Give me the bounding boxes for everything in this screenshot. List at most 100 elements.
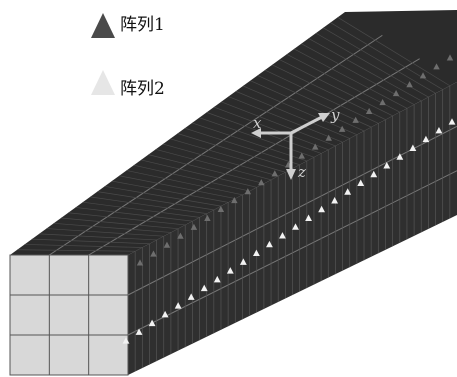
- beam-top-face: [10, 10, 457, 255]
- top-cross-line: [235, 90, 350, 139]
- legend-array1-label: 阵列1: [120, 15, 165, 35]
- top-cross-line: [111, 180, 229, 203]
- top-cross-line: [119, 175, 236, 199]
- top-cross-line: [221, 101, 336, 147]
- array2-markers: [122, 118, 456, 344]
- array1-marker: [163, 241, 171, 248]
- top-cross-line: [250, 80, 365, 132]
- top-cross-line: [242, 85, 358, 135]
- array1-marker: [379, 98, 386, 106]
- array1-marker: [311, 143, 319, 150]
- array2-marker: [435, 126, 443, 134]
- top-cross-line: [97, 191, 214, 211]
- top-cross-line: [322, 27, 436, 94]
- top-cross-line: [162, 143, 279, 177]
- array2-marker: [331, 197, 339, 204]
- array2-marker: [252, 249, 260, 257]
- array2-marker: [422, 135, 430, 143]
- top-cross-line: [17, 249, 136, 252]
- legend-array2-label: 阵列2: [120, 79, 165, 99]
- top-cross-line: [279, 59, 393, 117]
- top-cross-line: [177, 133, 293, 169]
- top-cross-line: [308, 38, 422, 102]
- array1-marker: [150, 250, 157, 257]
- array2-marker: [370, 170, 378, 178]
- array1-marker: [325, 134, 332, 141]
- array2-marker: [318, 205, 326, 213]
- top-cross-line: [228, 96, 343, 143]
- axis-z-label: z: [297, 163, 306, 181]
- top-cross-line: [337, 16, 451, 87]
- array1-marker: [217, 205, 225, 213]
- top-cross-line: [293, 48, 408, 109]
- array1-marker: [446, 54, 454, 61]
- array2-marker: [292, 223, 299, 230]
- array2-marker: [409, 144, 417, 151]
- array1-marker: [406, 81, 413, 88]
- axis-x-label: x: [253, 114, 262, 132]
- legend-array1-marker: [91, 13, 115, 38]
- top-cross-line: [104, 185, 222, 207]
- top-cross-line: [68, 212, 186, 226]
- array1-marker: [190, 223, 198, 230]
- top-cross-line: [330, 22, 443, 90]
- coordinate-axes: x y z: [251, 106, 340, 181]
- array2-marker: [448, 118, 456, 125]
- array1-marker: [433, 63, 440, 70]
- array1-markers: [136, 54, 454, 266]
- axis-y-label: y: [330, 106, 340, 124]
- top-cross-line: [39, 233, 157, 241]
- top-cross-line: [24, 244, 143, 248]
- array1-marker: [392, 90, 400, 97]
- array1-marker: [338, 125, 346, 132]
- array2-marker: [187, 293, 195, 300]
- top-cross-line: [82, 201, 200, 218]
- top-cross-line: [31, 238, 150, 245]
- top-cross-line: [148, 154, 264, 184]
- top-cross-line: [60, 217, 179, 230]
- legend-array2-marker: [91, 70, 115, 95]
- array2-marker: [383, 162, 391, 169]
- top-cross-line: [53, 222, 171, 233]
- array1-marker: [298, 152, 305, 159]
- array2-marker: [239, 258, 247, 265]
- array2-marker: [357, 179, 365, 186]
- array2-marker: [122, 337, 130, 344]
- array2-marker: [266, 240, 273, 248]
- top-cross-line: [199, 117, 315, 158]
- array2-marker: [213, 275, 221, 283]
- array2-marker: [200, 284, 208, 292]
- array1-marker: [365, 107, 373, 114]
- end-face-grid: [10, 255, 128, 375]
- top-cross-line: [46, 228, 164, 237]
- array1-marker: [204, 214, 211, 221]
- top-cross-line: [257, 75, 372, 128]
- array1-marker: [258, 179, 265, 186]
- array2-marker: [279, 232, 286, 239]
- top-cross-line: [141, 159, 257, 188]
- array2-marker: [135, 328, 143, 335]
- top-cross-line: [75, 207, 193, 222]
- top-cross-line: [155, 149, 272, 181]
- array2-marker: [396, 153, 404, 160]
- array2-marker: [226, 267, 234, 274]
- array2-marker: [344, 188, 352, 195]
- top-cross-line: [126, 170, 243, 196]
- array1-marker: [231, 197, 238, 204]
- array1-marker: [271, 170, 279, 177]
- mesh-grid: [17, 16, 457, 372]
- array2-marker: [161, 310, 169, 318]
- top-cross-line: [184, 127, 300, 166]
- top-cross-line: [272, 64, 386, 120]
- top-cross-line: [191, 122, 307, 162]
- array2-marker: [148, 319, 156, 327]
- array1-marker: [419, 72, 427, 79]
- beam-end-face: [9, 254, 129, 376]
- array1-marker: [136, 259, 144, 266]
- top-cross-line: [264, 69, 379, 124]
- top-cross-line: [170, 138, 286, 173]
- array1-marker: [244, 188, 252, 195]
- array2-marker: [305, 214, 312, 222]
- array1-marker: [352, 116, 359, 123]
- top-cross-line: [90, 196, 207, 214]
